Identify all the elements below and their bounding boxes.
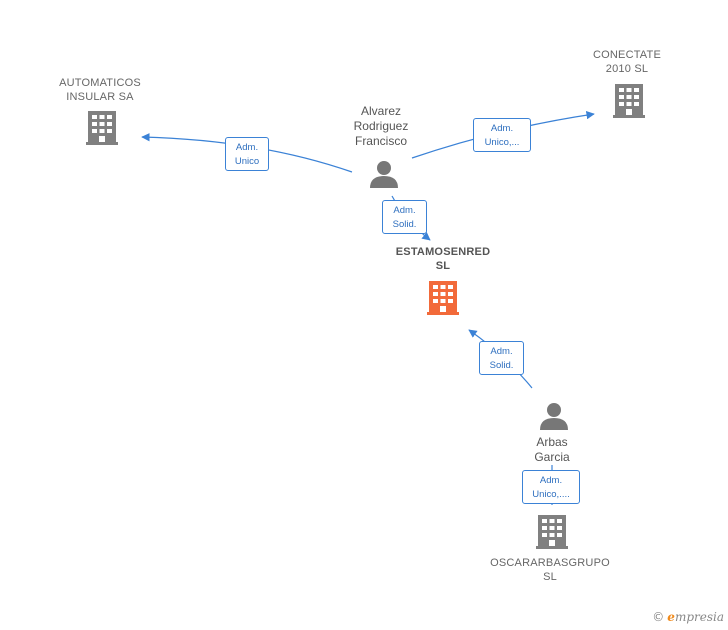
person-icon (540, 403, 568, 430)
company-label-conectate[interactable]: CONECTATE 2010 SL (592, 49, 661, 75)
company-label-estamosenred[interactable]: ESTAMOSENRED SL (395, 246, 491, 272)
building-icon (536, 515, 568, 549)
person-label-arbas[interactable]: Arbas Garcia O... (534, 435, 570, 467)
company-label-oscararbas[interactable]: OSCARARBASGRUPO SL (490, 557, 610, 583)
edge-label-alvarez-conectate[interactable]: Adm. Unico,... (473, 118, 531, 152)
edge-label-alvarez-automaticos[interactable]: Adm. Unico (225, 137, 269, 171)
edge-label-alvarez-estamosenred[interactable]: Adm. Solid. (382, 200, 427, 234)
copyright-symbol: © (652, 610, 665, 624)
building-icon (86, 111, 118, 145)
brand-name: mpresia (674, 610, 724, 624)
brand-initial: e (667, 610, 675, 624)
person-icon (370, 161, 398, 188)
building-icon (613, 84, 645, 118)
empresia-watermark: ©empresia (652, 610, 724, 624)
edge-label-arbas-estamosenred[interactable]: Adm. Solid. (479, 341, 524, 375)
edge-label-arbas-oscararbas[interactable]: Adm. Unico,.... (522, 470, 580, 504)
person-label-alvarez[interactable]: Alvarez Rodriguez Francisco (353, 104, 409, 148)
building-icon-highlighted (427, 281, 459, 315)
company-label-automaticos[interactable]: AUTOMATICOS INSULAR SA (59, 77, 141, 103)
